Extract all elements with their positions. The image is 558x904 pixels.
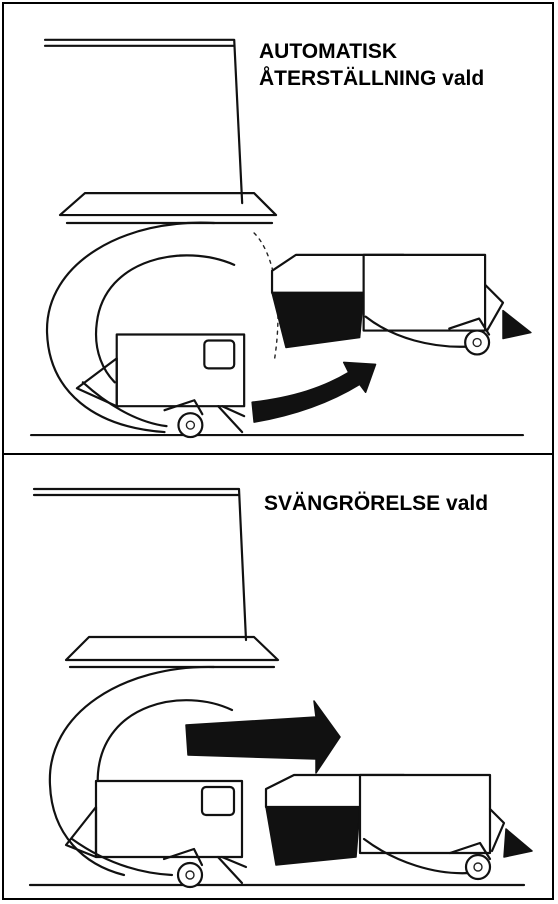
caption-swing-movement: SVÄNGRÖRELSE vald [264, 490, 488, 517]
skid-wheel-right [466, 855, 490, 879]
panel-automatic-reset: AUTOMATISK ÅTERSTÄLLNING vald [4, 4, 552, 455]
skid-wheel-right [465, 331, 489, 355]
mower-left [96, 781, 242, 857]
panel-swing-movement: SVÄNGRÖRELSE vald [4, 455, 552, 900]
mower-right [360, 775, 490, 853]
caption-automatic-reset: AUTOMATISK ÅTERSTÄLLNING vald [259, 38, 484, 92]
tractor-fender [60, 193, 276, 215]
tractor-cab [34, 489, 246, 640]
mower-left [117, 335, 244, 407]
skid-wheel-left [178, 413, 202, 437]
caption-line-2: ÅTERSTÄLLNING vald [259, 65, 484, 92]
caption-line-1: SVÄNGRÖRELSE vald [264, 490, 488, 517]
mower-right [364, 255, 485, 331]
skid-wheel-left [178, 863, 202, 887]
tractor-cab [45, 40, 242, 203]
mower-right-dark [266, 807, 360, 865]
mower-swing-movement-illustration [4, 455, 556, 900]
straight-arrow-right-icon [186, 701, 340, 773]
mower-right-dark [272, 293, 364, 348]
curved-arrow-up-right-icon [252, 362, 375, 422]
caption-line-1: AUTOMATISK [259, 38, 484, 65]
